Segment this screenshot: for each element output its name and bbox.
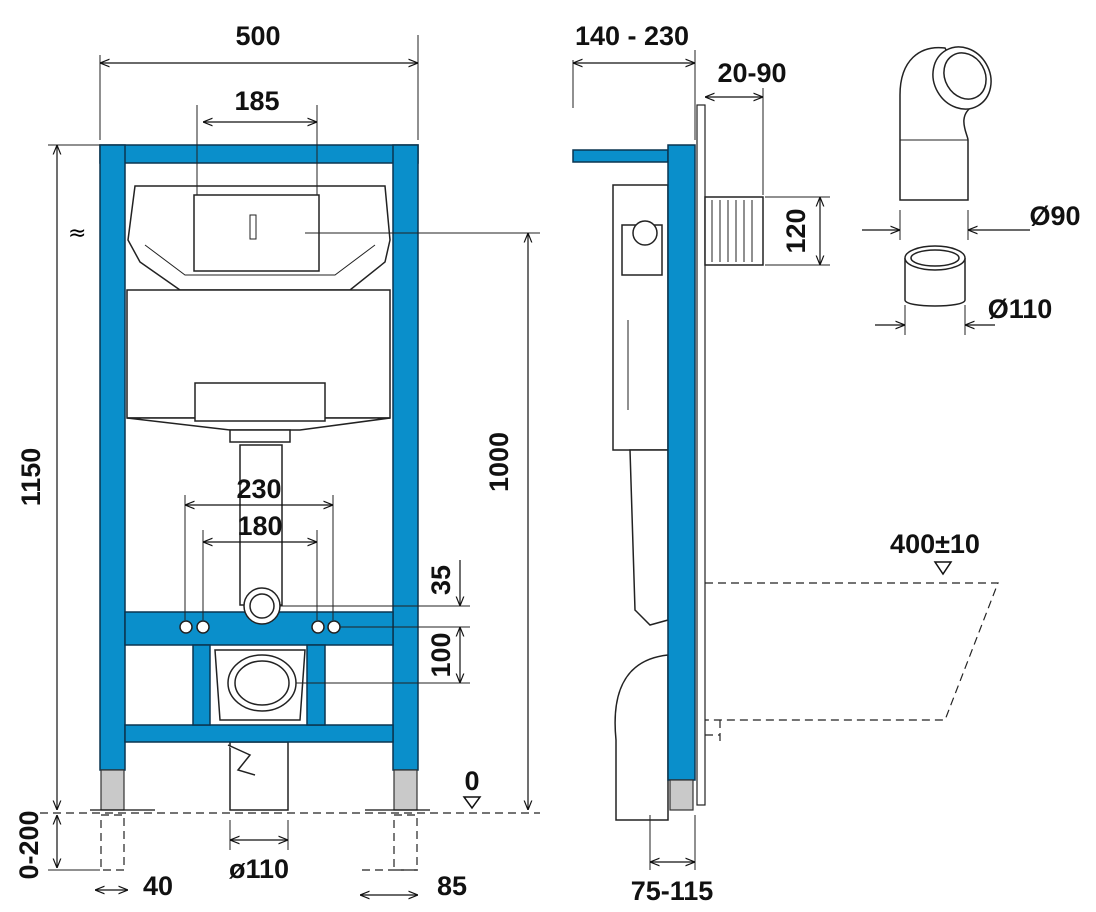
dim-wall-depth: 140 - 230 [575,21,689,51]
pipe-parts: Ø90 Ø110 [862,46,1081,335]
dim-inlet-height: 1000 [484,432,514,492]
foot-left [100,769,125,811]
dim-foot-right: 85 [437,871,467,901]
dim-bend-diameter: Ø90 [1029,201,1080,231]
dim-drain-offset: 100 [426,632,456,677]
dim-drain-depth: 75-115 [631,876,714,906]
dim-plate-width: 185 [234,86,279,116]
flush-pipe-side [629,449,669,626]
dim-seat-height: 400±10 [890,529,980,559]
dim-wall-finish: 20-90 [717,58,786,88]
dim-inner-bolts: 180 [237,511,282,541]
dim-drain-diameter: ø110 [229,854,289,884]
drain-bend-side [614,654,669,821]
dim-foot-left: 40 [143,871,173,901]
flush-pipe [239,444,283,606]
level-marker-icon [462,796,482,810]
dim-coupling-diameter: Ø110 [988,294,1053,324]
mounting-bolts [179,620,341,634]
inlet-connector [704,196,764,266]
water-inlet-icon: ≈ [68,221,86,246]
frame-side [667,144,696,781]
foot-right [393,769,418,811]
side-view: 140 - 230 20-90 120 400±10 75-115 [572,21,999,906]
pipe-coupling [904,258,966,307]
frame-front [99,144,419,771]
dim-connector-height: 120 [781,208,811,253]
wall-panel [696,104,706,806]
dim-outer-bolts: 230 [236,474,281,504]
dim-drain-top: 35 [426,565,456,595]
front-view: ≈ 500 185 1150 1000 230 180 35 100 0 0-2… [14,21,540,901]
floor-level-label: 0 [464,766,479,796]
dim-width: 500 [235,21,280,51]
dim-foot-adjust: 0-200 [14,810,44,879]
cistern-front [126,185,391,443]
seat-level-marker-icon [933,561,953,576]
dim-total-height: 1150 [16,448,46,507]
toilet-bowl-outline [705,582,999,745]
